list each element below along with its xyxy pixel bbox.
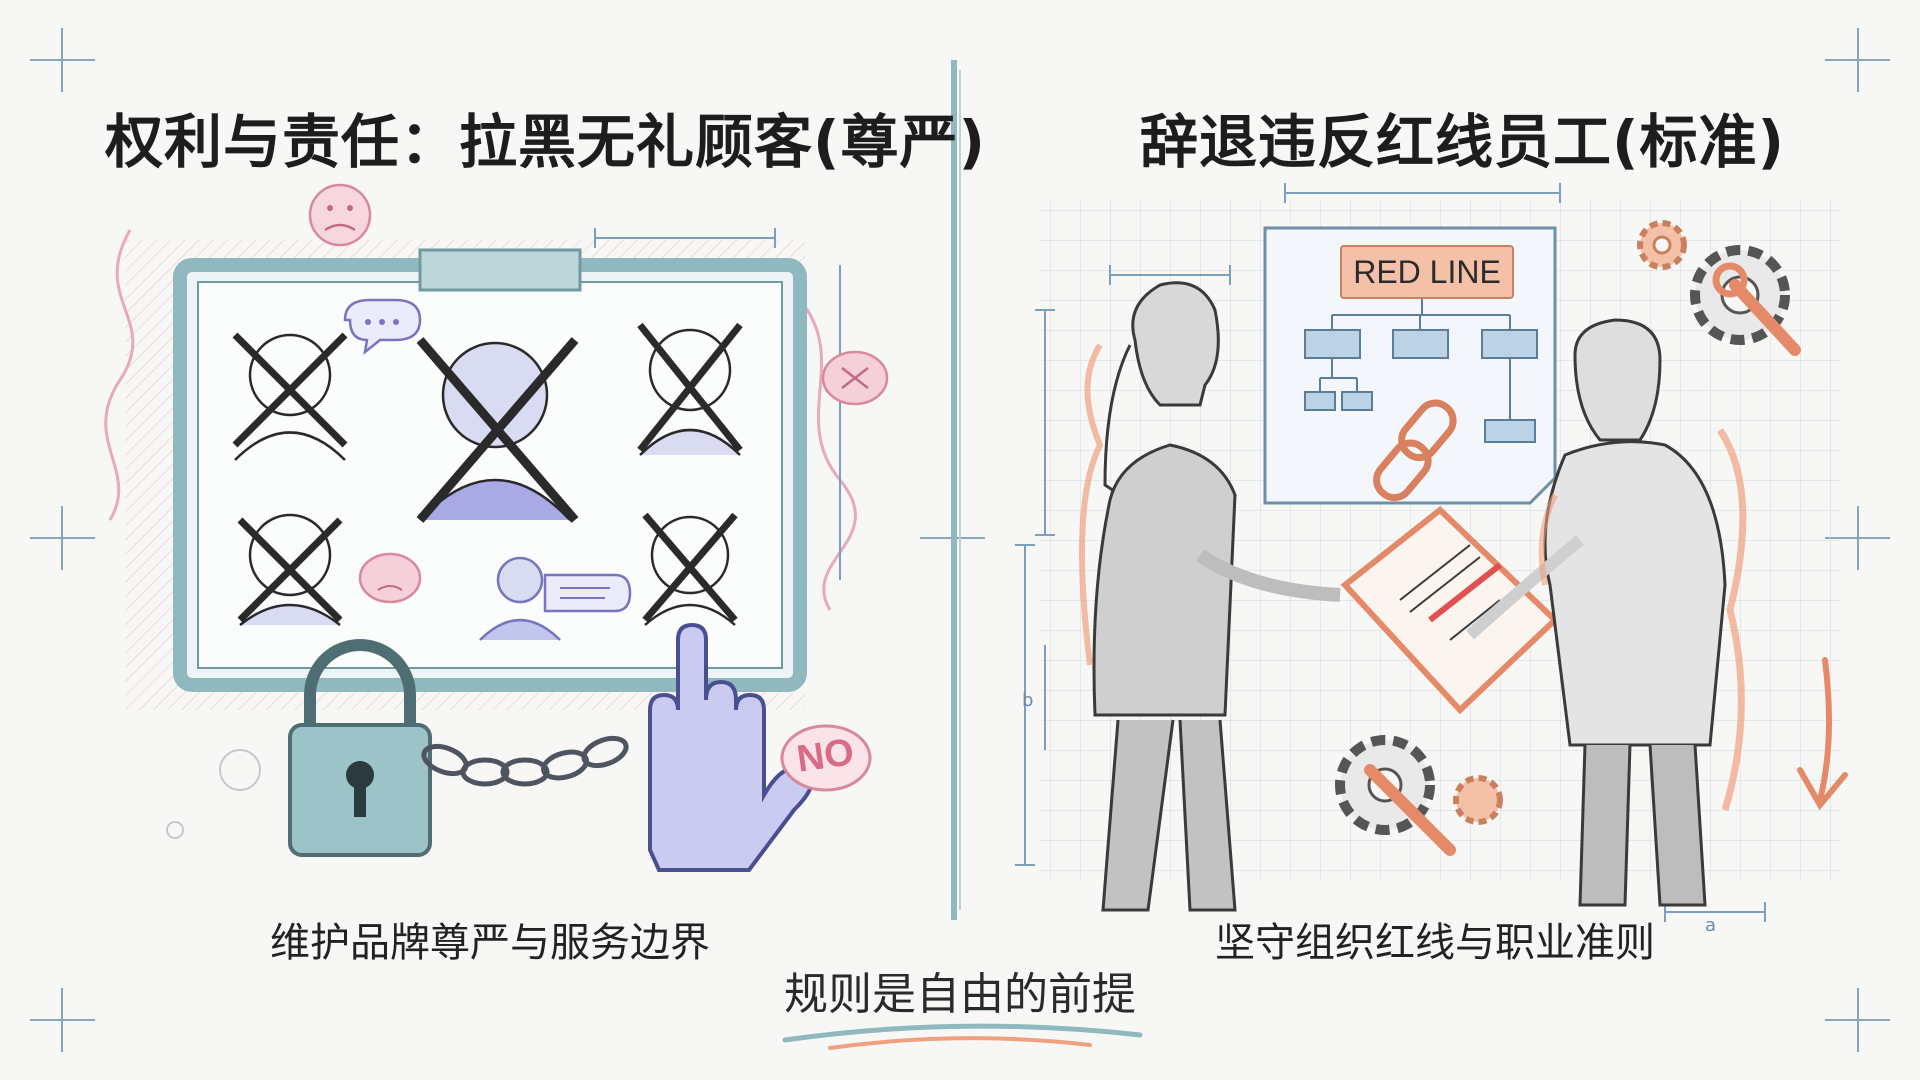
angry-face-icon bbox=[358, 552, 422, 604]
left-panel-title: 权利与责任：拉黑无礼顾客(尊严) bbox=[105, 108, 987, 176]
right-panel-title: 辞退违反红线员工(标准) bbox=[1140, 108, 1786, 176]
face-4 bbox=[237, 513, 343, 626]
dimension-b-label: b bbox=[1022, 690, 1034, 711]
left-illustration bbox=[104, 183, 889, 872]
no-bubble-icon bbox=[780, 724, 872, 792]
footer-underline bbox=[782, 1023, 1143, 1050]
chat-bubble-icon bbox=[343, 298, 422, 356]
blocked-customer-faces bbox=[232, 322, 743, 626]
down-arrow-icon bbox=[1797, 657, 1848, 811]
red-line-label: RED LINE bbox=[1340, 245, 1514, 299]
right-illustration bbox=[1015, 183, 1848, 922]
left-panel-caption: 维护品牌尊严与服务边界 bbox=[270, 920, 710, 966]
face-2 bbox=[416, 337, 579, 523]
padlock-icon bbox=[288, 639, 432, 857]
user-avatar-icon bbox=[479, 556, 632, 641]
broken-chain-icon bbox=[1373, 399, 1457, 502]
footer-motto: 规则是自由的前提 bbox=[784, 969, 1136, 1020]
dimension-a-label: a bbox=[1705, 915, 1717, 936]
right-panel-caption: 坚守组织红线与职业准则 bbox=[1215, 920, 1655, 966]
monitor-frame bbox=[173, 248, 807, 692]
sad-face-icon bbox=[308, 183, 372, 247]
angry-bubble-icon bbox=[821, 350, 889, 406]
employee-figure bbox=[1465, 318, 1747, 907]
gear-wrench-bottom-icon bbox=[1335, 735, 1503, 856]
chain-icon bbox=[421, 735, 629, 787]
face-5 bbox=[642, 512, 738, 626]
manager-figure bbox=[1079, 281, 1341, 912]
face-1 bbox=[232, 332, 348, 461]
center-divider bbox=[951, 60, 961, 920]
no-sign-label: NO bbox=[794, 731, 857, 781]
face-3 bbox=[637, 322, 743, 456]
wrench-icon bbox=[1712, 262, 1801, 356]
stop-hand-icon bbox=[648, 622, 814, 872]
